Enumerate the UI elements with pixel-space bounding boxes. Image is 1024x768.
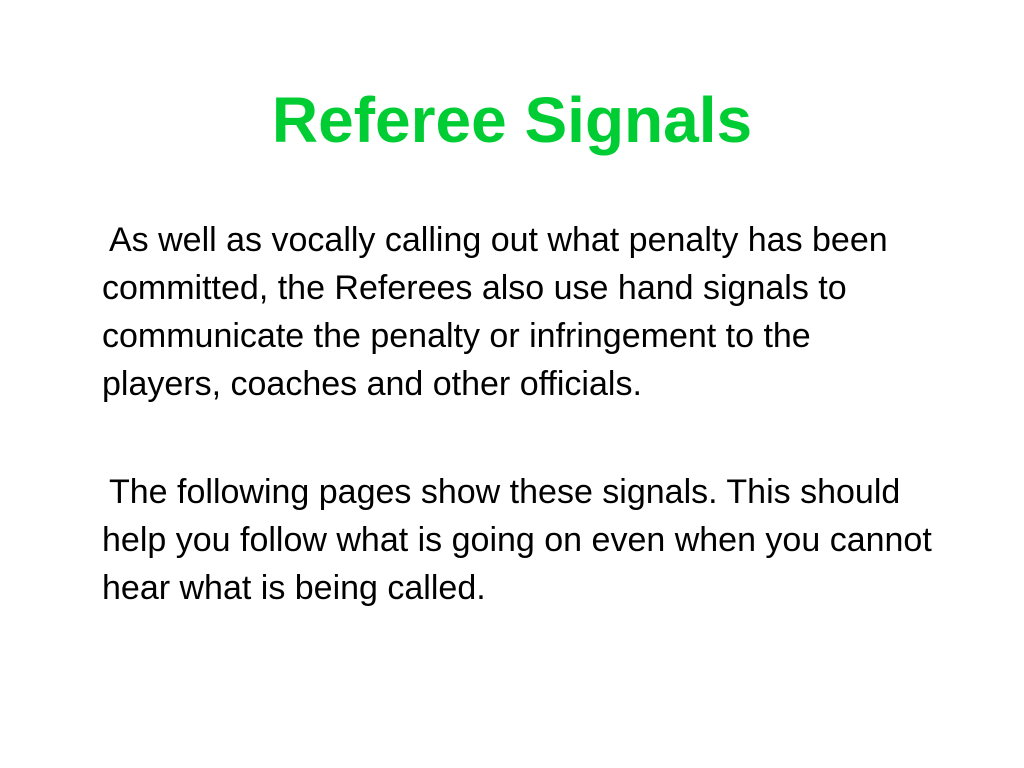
slide-title: Referee Signals bbox=[271, 84, 753, 156]
body-paragraph-followup: The following pages show these signals. … bbox=[102, 473, 932, 607]
slide-body: As well as vocally calling out what pena… bbox=[102, 216, 932, 612]
body-paragraph-intro: As well as vocally calling out what pena… bbox=[102, 221, 888, 403]
